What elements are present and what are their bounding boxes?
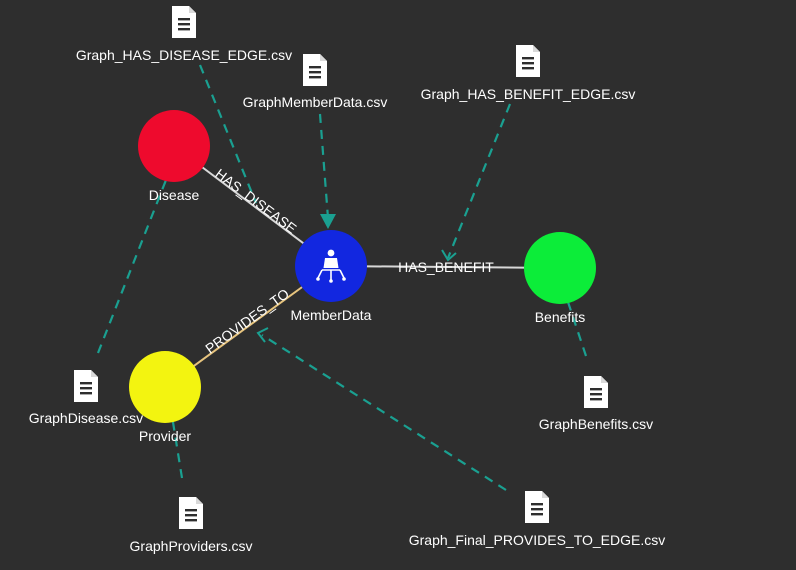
node-provider-label: Provider (139, 428, 191, 444)
file-has-disease-edge-label: Graph_HAS_DISEASE_EDGE.csv (76, 47, 292, 63)
file-benefits-label: GraphBenefits.csv (539, 416, 653, 432)
file-icon (172, 6, 196, 38)
node-provider[interactable]: Provider (129, 351, 201, 444)
link-has-benefit-arrowhead (441, 249, 457, 262)
file-member-data-label: GraphMemberData.csv (243, 94, 388, 110)
link-provides-to-arrowhead (256, 327, 269, 343)
link-has-benefit-edge-file[interactable] (446, 103, 512, 259)
node-member-data-label: MemberData (291, 307, 372, 323)
link-provides-to-edge-file[interactable] (261, 334, 507, 491)
node-benefits[interactable]: Benefits (524, 232, 596, 325)
edge-has-benefit[interactable] (330, 265, 561, 269)
link-disease-file[interactable] (96, 179, 168, 354)
file-providers[interactable]: GraphProviders.csv (130, 497, 253, 554)
file-icon (74, 370, 98, 402)
file-benefits[interactable]: GraphBenefits.csv (539, 376, 653, 432)
node-benefits-label: Benefits (535, 309, 586, 325)
mapping-links (96, 64, 588, 491)
link-member-data-arrowhead (320, 214, 336, 229)
node-benefits-circle[interactable] (524, 232, 596, 304)
link-providers-file[interactable] (170, 415, 184, 479)
file-disease[interactable]: GraphDisease.csv (29, 370, 143, 426)
file-icon (584, 376, 608, 408)
link-member-data-file[interactable] (318, 113, 330, 219)
edge-label-provides-to: PROVIDES_TO (202, 285, 292, 356)
user-hierarchy-icon (316, 249, 346, 283)
node-disease[interactable]: Disease (138, 110, 210, 203)
node-disease-circle[interactable] (138, 110, 210, 182)
file-has-benefit-edge-label: Graph_HAS_BENEFIT_EDGE.csv (421, 86, 636, 102)
file-providers-label: GraphProviders.csv (130, 538, 253, 554)
node-provider-circle[interactable] (129, 351, 201, 423)
edge-label-has-benefit: HAS_BENEFIT (398, 259, 494, 275)
file-icon (516, 45, 540, 77)
file-member-data[interactable]: GraphMemberData.csv (243, 54, 388, 110)
file-icon (303, 54, 327, 86)
node-member-data[interactable]: MemberData (291, 230, 372, 323)
file-icon (525, 491, 549, 523)
file-provides-to-edge[interactable]: Graph_Final_PROVIDES_TO_EDGE.csv (409, 491, 666, 548)
edge-label-has-disease: HAS_DISEASE (212, 165, 299, 236)
file-provides-to-edge-label: Graph_Final_PROVIDES_TO_EDGE.csv (409, 532, 666, 548)
file-disease-label: GraphDisease.csv (29, 410, 143, 426)
link-has-disease-edge-file[interactable] (198, 64, 258, 204)
file-has-disease-edge[interactable]: Graph_HAS_DISEASE_EDGE.csv (76, 6, 292, 63)
file-has-benefit-edge[interactable]: Graph_HAS_BENEFIT_EDGE.csv (421, 45, 636, 102)
node-disease-label: Disease (149, 187, 200, 203)
file-icon (179, 497, 203, 529)
